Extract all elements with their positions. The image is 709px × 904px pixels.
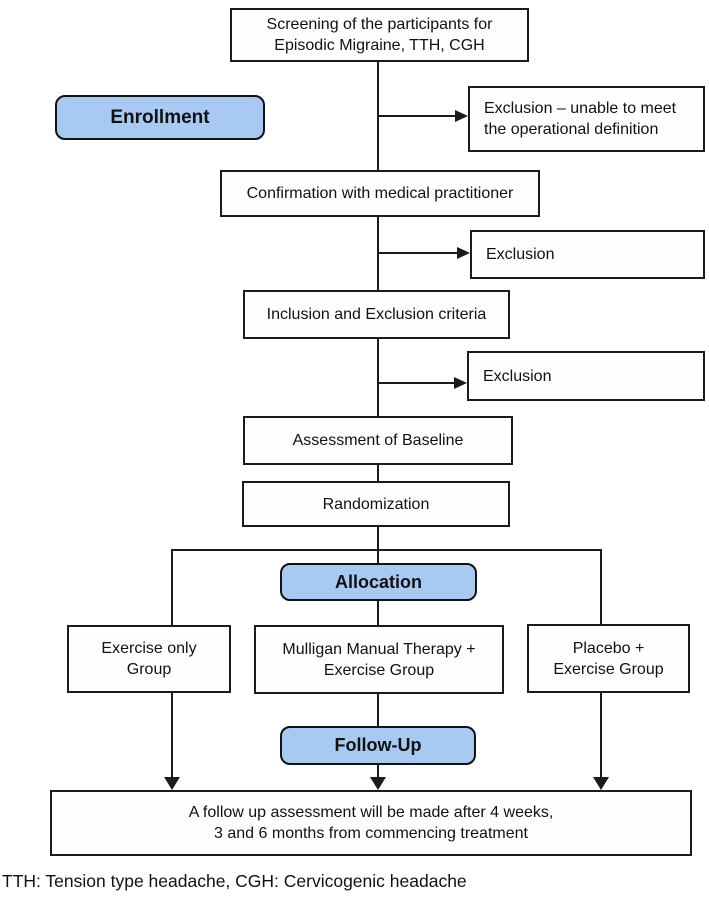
connector-branch-exclusion-2 [378,252,458,254]
abbreviations-footnote: TTH: Tension type headache, CGH: Cervico… [2,871,467,891]
arrowhead-exclusion-1 [455,110,468,122]
node-group-mulligan-line2: Exercise Group [323,661,435,679]
node-inclusion-exclusion: Inclusion and Exclusion criteria [243,290,510,339]
connector-branch-exclusion-1 [378,115,456,117]
arrowhead-exercise-followup [164,777,180,790]
connector-split-right [600,549,602,624]
connector-branch-exclusion-3 [378,382,455,384]
node-screening-line1: Screening of the participants for [266,16,493,33]
arrowhead-center-followup [370,777,386,790]
node-confirmation-label: Confirmation with medical practitioner [246,185,514,202]
node-group-placebo-line1: Placebo + [572,639,645,657]
node-randomization-label: Randomization [322,495,430,513]
connector-inclusion-assessment [377,339,379,416]
arrowhead-exclusion-2 [457,247,470,259]
node-group-exercise-line2: Group [126,661,172,678]
connector-allocation-mulligan [377,601,379,625]
arrowhead-exclusion-3 [454,377,467,389]
node-randomization: Randomization [242,481,510,527]
node-confirmation: Confirmation with medical practitioner [220,170,540,217]
node-followup-assessment-line2: 3 and 6 months from commencing treatment [214,825,528,842]
connector-placebo-followup-box [600,693,602,778]
node-group-placebo-line2: Exercise Group [553,660,664,678]
stage-enrollment: Enrollment [55,95,265,140]
node-exclusion-2: Exclusion [470,230,705,279]
node-followup-assessment: A follow up assessment will be made afte… [50,790,692,856]
node-screening: Screening of the participants for Episod… [230,8,529,62]
stage-allocation: Allocation [280,563,477,601]
node-followup-assessment-line1: A follow up assessment will be made afte… [188,804,554,821]
stage-followup: Follow-Up [280,726,476,765]
stage-allocation-label: Allocation [334,571,422,592]
node-inclusion-exclusion-label: Inclusion and Exclusion criteria [266,306,487,323]
node-group-exercise: Exercise only Group [67,625,231,693]
connector-split-left [171,549,173,625]
node-exclusion-3-label: Exclusion [483,367,552,385]
node-assessment-baseline-label: Assessment of Baseline [292,432,464,449]
connector-split-horizontal [171,549,602,551]
node-group-placebo: Placebo + Exercise Group [527,624,690,693]
connector-exercise-followup-box [171,693,173,778]
node-exclusion-operational-line2: the operational definition [484,121,659,138]
node-assessment-baseline: Assessment of Baseline [243,416,513,465]
node-exclusion-operational-line1: Exclusion – unable to meet [484,100,677,117]
node-screening-line2: Episodic Migraine, TTH, CGH [274,37,485,54]
connector-mulligan-followup [377,694,379,726]
node-exclusion-2-label: Exclusion [486,246,555,263]
node-group-exercise-line1: Exercise only [101,640,197,657]
connector-followup-box [377,765,379,778]
node-exclusion-3: Exclusion [467,351,705,401]
connector-randomization-allocation [377,527,379,563]
stage-followup-label: Follow-Up [334,735,422,755]
node-group-mulligan: Mulligan Manual Therapy + Exercise Group [254,625,504,694]
node-exclusion-operational: Exclusion – unable to meet the operation… [468,86,705,152]
connector-assessment-randomization [377,465,379,481]
arrowhead-placebo-followup [593,777,609,790]
stage-enrollment-label: Enrollment [110,106,210,128]
node-group-mulligan-line1: Mulligan Manual Therapy + [282,640,476,658]
